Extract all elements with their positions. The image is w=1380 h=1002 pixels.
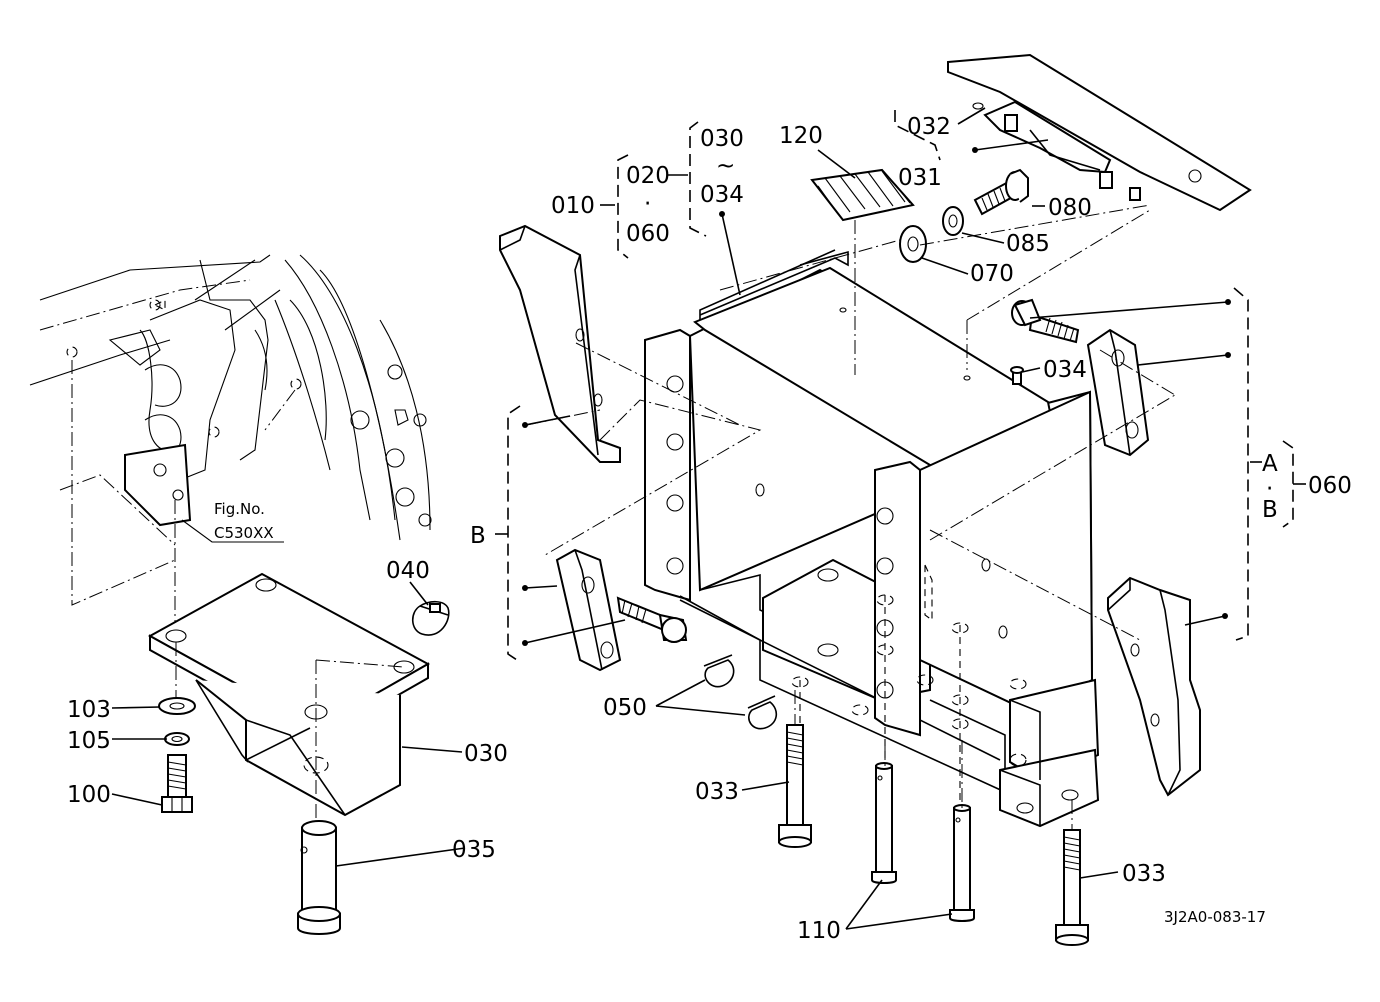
spring-washer-105 [164,732,190,746]
callout-060-upper: 060 [626,221,670,247]
bolt-033-left [778,724,812,848]
callout-031: 031 [898,165,942,191]
spacer-bar-right [1086,328,1150,457]
washer-103 [158,697,196,715]
drawing-code: 3J2A0-083-17 [1164,908,1266,926]
callout-b-left: B [470,523,486,549]
bracket-030 [147,572,431,830]
callout-030-upper: 030 [700,126,744,152]
callout-034-right: 034 [1043,357,1087,383]
callout-040: 040 [386,558,430,584]
spring-washer-085 [942,206,964,236]
callout-020-dot: · [644,191,651,217]
figref-line1: Fig.No. [214,500,265,518]
spacer-bar-left [555,548,622,672]
callout-080: 080 [1048,195,1092,221]
leader-lines [111,107,1306,930]
callout-120: 120 [779,123,823,149]
callout-030-lower: 030 [464,741,508,767]
callout-034-upper: 034 [700,182,744,208]
callout-labels: 010 020 · 060 030 ~ 034 120 032 031 080 … [67,114,1352,944]
callout-070: 070 [970,261,1014,287]
clip-050 [703,654,778,730]
side-weight-left-upper [499,224,621,463]
pin-110-left [871,762,897,884]
bolt-a-side [1011,298,1080,344]
callout-032: 032 [907,114,951,140]
callout-010: 010 [551,193,595,219]
bolt-080 [973,168,1029,216]
callout-b-right: B [1262,497,1278,523]
callout-100: 100 [67,782,111,808]
callout-050: 050 [603,695,647,721]
pin-110-right [949,804,975,922]
callout-085: 085 [1006,231,1050,257]
bolt-100 [161,754,193,813]
weight-frame-assembly [644,249,1100,828]
bolt-b-side [616,596,688,643]
side-weight-right-lower [1107,576,1201,797]
linch-pin-040 [411,600,450,636]
callout-110: 110 [797,918,841,944]
figure-reference: Fig.No. C530XX [181,500,284,543]
callout-035: 035 [452,837,496,863]
label-plate-120 [810,168,915,222]
pin-035 [297,820,341,935]
callout-060-right: 060 [1308,473,1352,499]
mounting-bracket-032 [947,53,1252,212]
callout-a: A [1262,451,1278,477]
tractor-context-drawing [29,254,432,640]
screw-034 [1010,366,1024,385]
callout-033-left: 033 [695,779,739,805]
callout-033-right: 033 [1122,861,1166,887]
figref-line2: C530XX [214,524,274,542]
assembly-chain-lines [526,204,1176,830]
callout-020: 020 [626,163,670,189]
callout-105: 105 [67,728,111,754]
callout-ab-dot: · [1266,476,1273,502]
bolt-033-right [1055,829,1089,946]
callout-030-tilde: ~ [716,153,735,179]
washer-070 [899,225,927,263]
callout-103: 103 [67,697,111,723]
